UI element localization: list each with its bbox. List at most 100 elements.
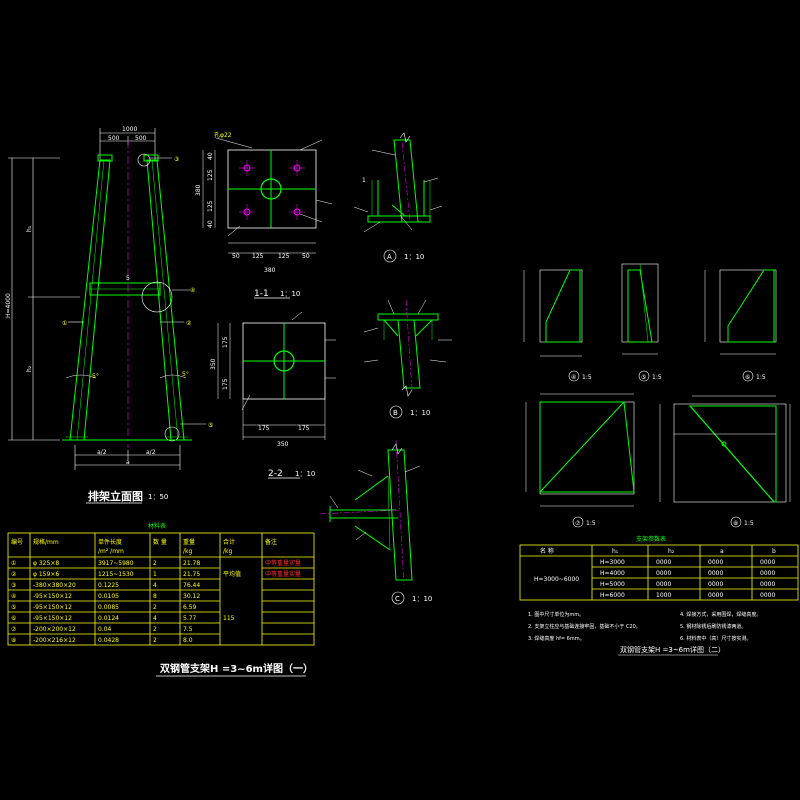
param-cell-3-2: 0000 [708,592,723,599]
s22-dim-left-0: 175 [222,336,229,348]
material-header-1: 规格/mm [33,538,59,546]
plate-8-scale: 1:5 [744,520,754,527]
dim-500-right: 500 [135,135,147,142]
material-cell-7-3: 2 [153,637,157,644]
material-cell-3-2: 0.0105 [98,593,119,600]
material-cell-5-0: ⑥ [11,615,16,622]
s11-dim-left-1: 125 [207,169,214,181]
param-cell-0-0: H=3000 [600,559,625,566]
plate-6-scale: 1:5 [756,374,766,381]
material-cell-7-0: ⑧ [11,637,16,644]
plate-7-id: ⑦ [575,520,581,527]
material-cell-1-3: 1 [153,571,157,578]
note-1: 2. 支架立柱应与基础连接牢固，基础不小于 C20。 [528,623,641,630]
material-cell-1-2: 1215~1530 [98,571,134,578]
s22-dim-left-1: 350 [210,358,217,370]
material-cell-5-3: 4 [153,615,157,622]
elevation-title: 排架立面图 [88,489,143,503]
section-2-2 [217,311,336,479]
detail-a-labels: 1 A 1：10 [362,177,424,261]
param-header-4: b [772,548,776,555]
material-cell-2-0: ③ [11,582,16,589]
material-table-title: 材料表 [148,522,166,530]
material-cell-3-4: 30.12 [183,593,200,600]
dim-height: H=4000 [5,293,12,318]
detail-b [363,299,452,419]
material-cell-3-0: ④ [11,593,16,600]
note-3: 4. 焊接方式，采用围焊，焊缝高度。 [680,611,761,618]
note-0: 1. 图中尺寸单位为mm。 [528,611,584,618]
plate-8-id: ⑧ [733,520,738,527]
detail-b-scale: 1：10 [410,409,430,417]
material-cell-5-5: 115 [223,615,235,622]
material-cell-0-3: 2 [153,560,157,567]
material-cell-2-4: 76.44 [183,582,200,589]
material-cell-0-4: 21.78 [183,560,200,567]
callout-3: ③ [174,156,179,163]
material-cell-4-3: 2 [153,604,157,611]
param-cell-1-3: 0000 [760,570,775,577]
material-cell-2-1: -380×380×20 [33,582,76,589]
s22-title: 2-2 [268,469,283,479]
material-header-4: 重量 [183,538,195,546]
brace-mark: 5 [126,275,130,282]
s22-dim-left-2: 175 [222,378,229,390]
param-cell-1-2: 0000 [708,570,723,577]
param-cell-2-3: 0000 [760,581,775,588]
plate-4-id: ④ [571,374,576,381]
material-cell-1-4: 21.75 [183,571,200,578]
material-cell-5-2: 0.0124 [98,615,119,622]
material-cell-3-3: 8 [153,593,157,600]
material-cell-7-1: -200×216×12 [33,637,76,644]
material-cell-5-4: 5.77 [183,615,197,622]
note-4: 5. 钢材除锈后刷防锈漆两道。 [680,623,746,630]
s11-dim-bottom-1: 125 [252,253,264,260]
elevation-scale: 1：50 [148,493,168,501]
s11-title: 1-1 [254,289,269,299]
material-table-caption: 双钢管支架H =3~6m详图（一） [160,662,313,675]
s11-total: 380 [264,267,276,274]
material-cell-4-4: 6.59 [183,604,197,611]
material-cell-2-3: 4 [153,582,157,589]
material-cell-7-4: 8.0 [183,637,193,644]
material-header-2: 单件长度 [98,538,122,546]
dim-1000: 1000 [122,126,137,133]
param-cell-0-1: 0000 [656,559,671,566]
param-header-3: a [720,548,724,555]
material-cell-6-1: -200×200×12 [33,626,76,633]
s11-dim-bottom-3: 50 [302,253,310,260]
material-cell-0-6: 中等重量实量 [265,559,301,567]
detail-a-mark: 1 [362,177,366,184]
plate-7-scale: 1:5 [586,520,596,527]
param-cell-2-1: 0000 [656,581,671,588]
material-subheader-4: /kg [183,548,192,555]
detail-b-labels: B 1：10 [393,409,430,417]
param-cell-3-0: H=6000 [600,592,625,599]
param-cell-3-3: 0000 [760,592,775,599]
material-cell-6-0: ⑦ [11,626,17,633]
material-table-frame [7,532,315,646]
detail-a-letter: A [387,253,392,261]
plate-labels: ④ 1:5 ⑤ 1:5 ⑥ 1:5 ⑦ 1:5 ⑧ 1:5 [571,374,766,527]
param-cell-0-3: 0000 [760,559,775,566]
material-cell-1-5: 平均值 [223,570,241,578]
param-header-1: h₁ [612,548,619,555]
param-table-title: 支架参数表 [636,535,666,543]
s11-dim-left-3: 125 [207,200,214,212]
s11-dim-bottom-2: 125 [278,253,290,260]
param-header-0: 名 称 [540,547,554,555]
angle-right: 5° [182,371,189,378]
detail-c-letter: C [395,595,400,603]
dim-h1: h₁ [26,225,33,232]
callout-5: ⑤ [208,422,213,429]
s11-dim-left-0: 40 [207,152,214,160]
dim-a-half-left: a/2 [97,449,107,456]
material-subheader-5: /kg [223,548,232,555]
detail-c-scale: 1：10 [412,595,432,603]
material-subheader-2: /m² /mm [98,548,124,555]
param-cell-1-1: 0000 [656,570,671,577]
param-table-caption: 双钢管支架H =3~6m详图（二） [620,645,725,654]
material-header-5: 合计 [223,538,235,546]
